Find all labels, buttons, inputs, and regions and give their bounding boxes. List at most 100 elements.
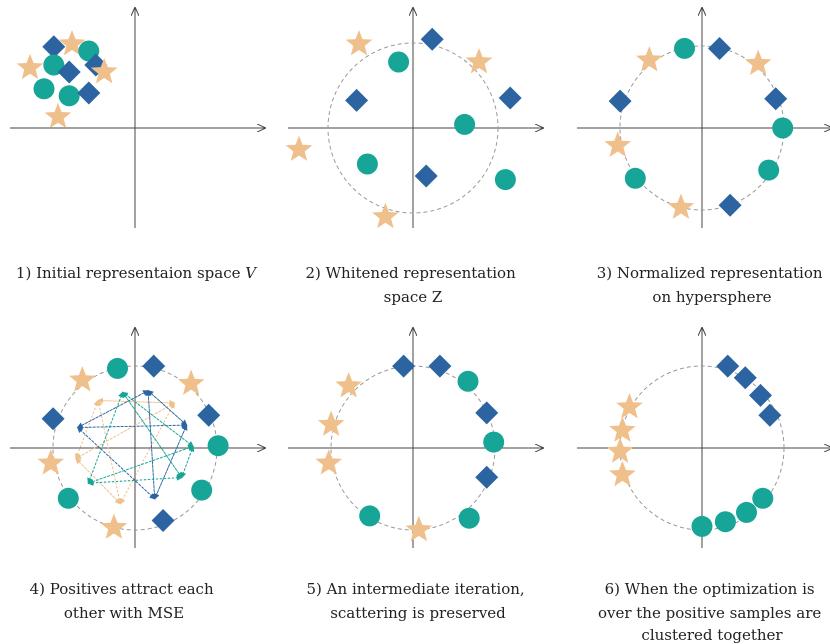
star-icon (44, 102, 72, 129)
caption-line-1: 4) Positives attract each (30, 580, 214, 598)
caption-line-2: on hypersphere (652, 288, 771, 306)
arrow-layer (74, 389, 195, 505)
star-icon (16, 53, 44, 80)
panel-1-caption: 1) Initial representaion space V (16, 264, 258, 282)
caption-line-1: 1) Initial representaion space (16, 264, 245, 282)
attraction-arrow-teal (88, 445, 195, 484)
attraction-arrow-orange (119, 402, 175, 504)
shape-layer (604, 36, 794, 219)
attraction-arrow-orange (75, 399, 100, 459)
diamond-icon (749, 383, 772, 407)
caption-line-1: 2) Whitened representation (305, 264, 516, 282)
diamond-icon (392, 354, 416, 378)
shape-layer (37, 354, 229, 539)
dot-icon (483, 431, 505, 453)
caption-line-1: 5) An intermediate iteration, (307, 580, 525, 598)
diamond-icon (475, 465, 499, 489)
panel-3-caption: 3) Normalized representation on hypersph… (597, 264, 828, 306)
attraction-arrow-teal (122, 391, 183, 478)
attraction-arrow-blue (76, 390, 149, 428)
star-icon (465, 48, 493, 74)
dot-icon (736, 501, 757, 523)
attraction-arrow-blue (145, 389, 156, 499)
panel-1: 1) Initial representaion space V (10, 8, 265, 282)
diamond-icon (716, 354, 740, 378)
attraction-arrow-blue (77, 390, 149, 428)
attraction-arrow-orange (75, 458, 122, 505)
star-icon (177, 369, 205, 395)
dot-icon (454, 113, 476, 135)
caption-line-2: scattering is preserved (330, 604, 506, 622)
diamond-icon (428, 354, 452, 378)
diamond-icon (608, 89, 632, 113)
caption-italic-symbol: V (245, 264, 258, 282)
diamond-icon (733, 366, 757, 390)
shape-layer (606, 354, 782, 537)
dot-icon (714, 511, 736, 533)
star-icon (69, 366, 96, 392)
dot-icon (359, 505, 381, 527)
dot-icon (458, 507, 480, 529)
axes (577, 8, 830, 228)
star-icon (37, 449, 65, 475)
star-icon (90, 58, 118, 84)
diamond-icon (41, 407, 65, 431)
attraction-arrow-teal (87, 477, 182, 486)
diamond-icon (718, 193, 742, 217)
panel-6-caption: 6) When the optimization is over the pos… (598, 580, 826, 644)
shape-layer (285, 27, 522, 229)
star-icon (345, 30, 373, 56)
caption-line-2: space Z (384, 288, 443, 306)
axes (10, 8, 265, 228)
dot-icon (457, 370, 479, 392)
dot-icon (758, 159, 780, 181)
panel-5: 5) An intermediate iteration, scattering… (288, 328, 543, 622)
dot-icon (33, 78, 55, 100)
diamond-icon (345, 88, 369, 112)
dot-icon (191, 479, 213, 501)
panel-2-caption: 2) Whitened representation space Z (305, 264, 520, 306)
attraction-arrow-blue (76, 426, 156, 500)
dot-icon (207, 435, 229, 457)
attraction-arrow-teal (87, 445, 194, 485)
star-icon (636, 46, 663, 72)
diamond-icon (42, 35, 66, 59)
dot-icon (356, 153, 378, 175)
attraction-arrow-teal (121, 391, 194, 447)
axes (288, 328, 543, 548)
diamond-icon (758, 403, 782, 427)
diamond-icon (77, 81, 101, 105)
dot-icon (772, 117, 794, 139)
axes (10, 328, 265, 548)
dot-icon (691, 515, 713, 537)
star-icon (285, 135, 313, 161)
panel-3: 3) Normalized representation on hypersph… (577, 8, 830, 306)
star-icon (372, 202, 399, 229)
diamond-icon (764, 87, 788, 111)
diamond-icon (708, 36, 732, 60)
dot-icon (674, 37, 695, 59)
dot-icon (388, 51, 410, 73)
star-icon (609, 460, 636, 487)
caption-line-3: clustered together (641, 626, 783, 644)
diamond-icon (498, 86, 522, 110)
attraction-arrow-teal (87, 391, 124, 484)
caption-line-2: other with MSE (64, 604, 184, 622)
dot-icon (58, 85, 80, 107)
star-icon (317, 410, 345, 436)
guide-circle-layer (327, 42, 499, 214)
diamond-icon (420, 27, 444, 51)
dot-icon (752, 487, 774, 509)
panel-4-caption: 4) Positives attract each other with MSE (30, 580, 219, 622)
attraction-arrow-orange (96, 399, 121, 504)
diamond-icon (414, 164, 438, 188)
caption-line-2: over the positive samples are (598, 604, 821, 622)
axes (577, 328, 830, 548)
attraction-arrow-orange (75, 457, 121, 505)
attraction-arrow-orange (98, 399, 176, 406)
star-icon (606, 437, 634, 463)
dot-icon (494, 169, 516, 191)
shape-layer (315, 354, 505, 542)
star-icon (100, 513, 128, 539)
